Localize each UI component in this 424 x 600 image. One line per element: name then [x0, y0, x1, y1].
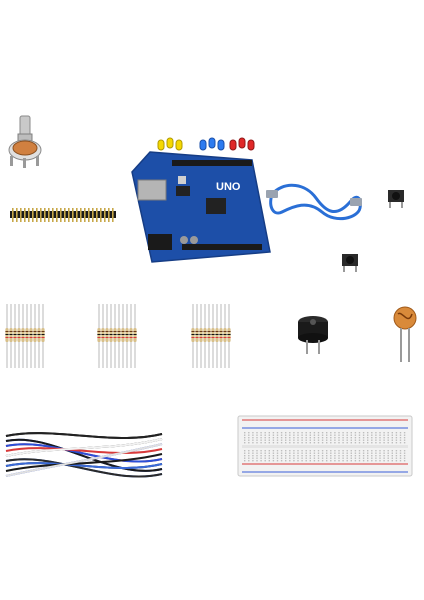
jumper-wires [2, 428, 168, 484]
push-button [340, 250, 360, 272]
push-button [386, 186, 406, 208]
resistors-group-1 [4, 304, 46, 368]
usb-cable [266, 178, 366, 228]
potentiometer [4, 115, 48, 168]
board-logo-text: UNO [216, 181, 241, 193]
led-yellow [157, 137, 183, 151]
ldr-sensor [392, 306, 418, 362]
pin-header [10, 208, 116, 222]
resistors-group-3 [190, 304, 232, 368]
arduino-uno-board: UNO [131, 151, 271, 263]
blue-leds [198, 136, 228, 156]
red-leds [228, 136, 258, 156]
buzzer [296, 314, 330, 354]
resistors-group-2 [96, 304, 138, 368]
yellow-leds [156, 136, 186, 156]
breadboard [237, 415, 413, 477]
